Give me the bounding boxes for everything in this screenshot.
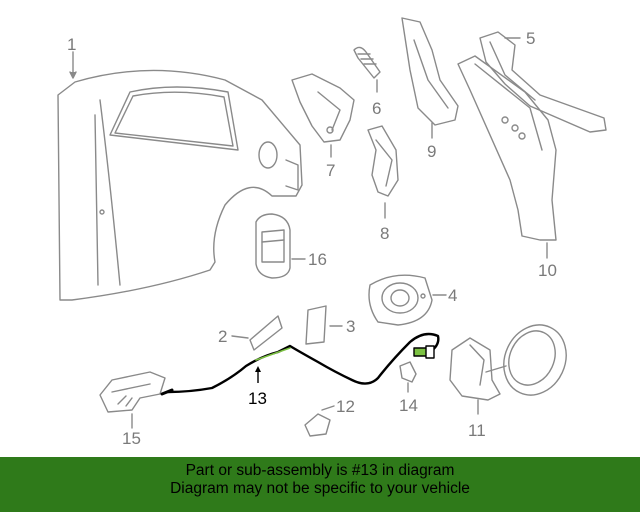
pillar-part-10: [457, 55, 557, 241]
callout-7: 7: [326, 161, 336, 180]
banner-line-disclaimer: Diagram may not be specific to your vehi…: [170, 480, 470, 497]
bracket-part-7: [291, 73, 355, 143]
release-lever-part-15: [99, 371, 166, 413]
parts-diagram: [57, 17, 607, 437]
quarter-panel-part-1: [57, 69, 303, 301]
callout-3: 3: [346, 317, 356, 336]
callout-11: 11: [468, 421, 486, 440]
leader-line-2: [231, 335, 249, 339]
door-housing-part-16: [255, 213, 291, 279]
callout-9: 9: [427, 142, 437, 161]
callout-8: 8: [380, 224, 390, 243]
callout-13: 13: [248, 389, 267, 408]
bracket-part-14: [399, 361, 417, 383]
callout-14: 14: [399, 396, 418, 415]
callout-16: 16: [308, 250, 327, 269]
leader-line-12: [321, 405, 335, 411]
bracket-part-8: [367, 125, 399, 197]
fuel-door-part-11: [449, 324, 567, 401]
inner-panel-part-9: [401, 17, 459, 126]
callout-15: 15: [122, 429, 141, 448]
callout-5: 5: [526, 29, 536, 48]
callout-4: 4: [448, 286, 458, 305]
filler-pocket-part-4: [368, 274, 433, 326]
callout-12: 12: [336, 397, 355, 416]
banner-line-part-number: Part or sub-assembly is #13 in diagram: [185, 462, 455, 479]
callout-2: 2: [218, 327, 228, 346]
bracket-part-12: [304, 413, 331, 437]
info-banner: Part or sub-assembly is #13 in diagram D…: [0, 457, 640, 512]
patch-part-2: [249, 315, 283, 351]
rail-part-5: [479, 31, 607, 133]
patch-part-3: [305, 305, 327, 345]
callout-1: 1: [67, 35, 77, 54]
callout-6: 6: [372, 99, 382, 118]
clip-part-6: [353, 46, 381, 79]
fuel-release-cable-part-13: [160, 332, 440, 396]
callout-10: 10: [538, 261, 557, 280]
